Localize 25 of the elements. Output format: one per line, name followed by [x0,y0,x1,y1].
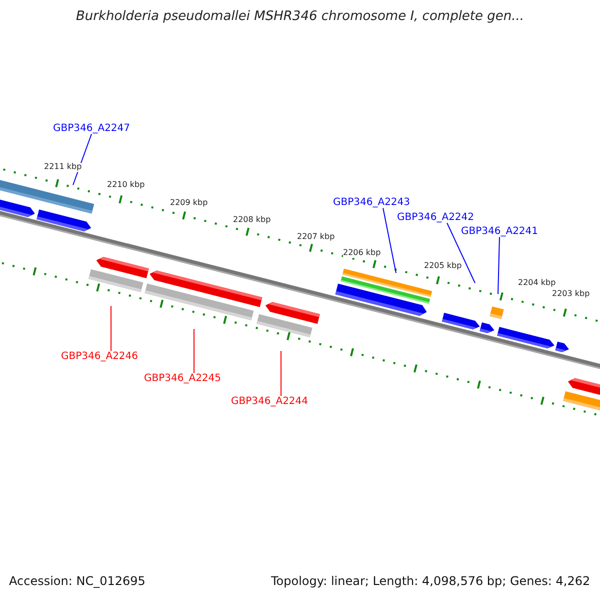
scale-label: 2210 kbp [107,181,145,190]
footer-text: Accession: NC_012695 [9,575,146,588]
gene-label: GBP346_A2247 [53,123,130,134]
gene-label: GBP346_A2241 [461,226,538,237]
scale-label: 2208 kbp [233,216,271,225]
gene-label: GBP346_A2244 [231,396,308,407]
gene-label: GBP346_A2246 [61,351,138,362]
gene-label: GBP346_A2245 [144,373,222,384]
scale-label: 2209 kbp [170,199,208,208]
scale-label: 2204 kbp [518,279,556,288]
leader-line [446,222,476,284]
scale-label: 2206 kbp [343,249,381,258]
leader-line [194,328,195,374]
leader-line [498,236,500,294]
gene-label: GBP346_A2242 [397,212,474,223]
scale-label: 2203 kbp [552,290,590,299]
leader-line [382,208,396,274]
scale-label: 2207 kbp [297,233,335,242]
scale-label: 2205 kbp [424,262,462,271]
scale-label: 2211 kbp [44,163,82,172]
footer-text: Topology: linear; Length: 4,098,576 bp; Genes: 4,262 [271,575,590,588]
leader-line [110,306,112,352]
gene-label: GBP346_A2243 [333,197,410,208]
leader-line [280,350,282,396]
title: Burkholderia pseudomallei MSHR346 chromosome I, complete gen... [74,10,526,24]
